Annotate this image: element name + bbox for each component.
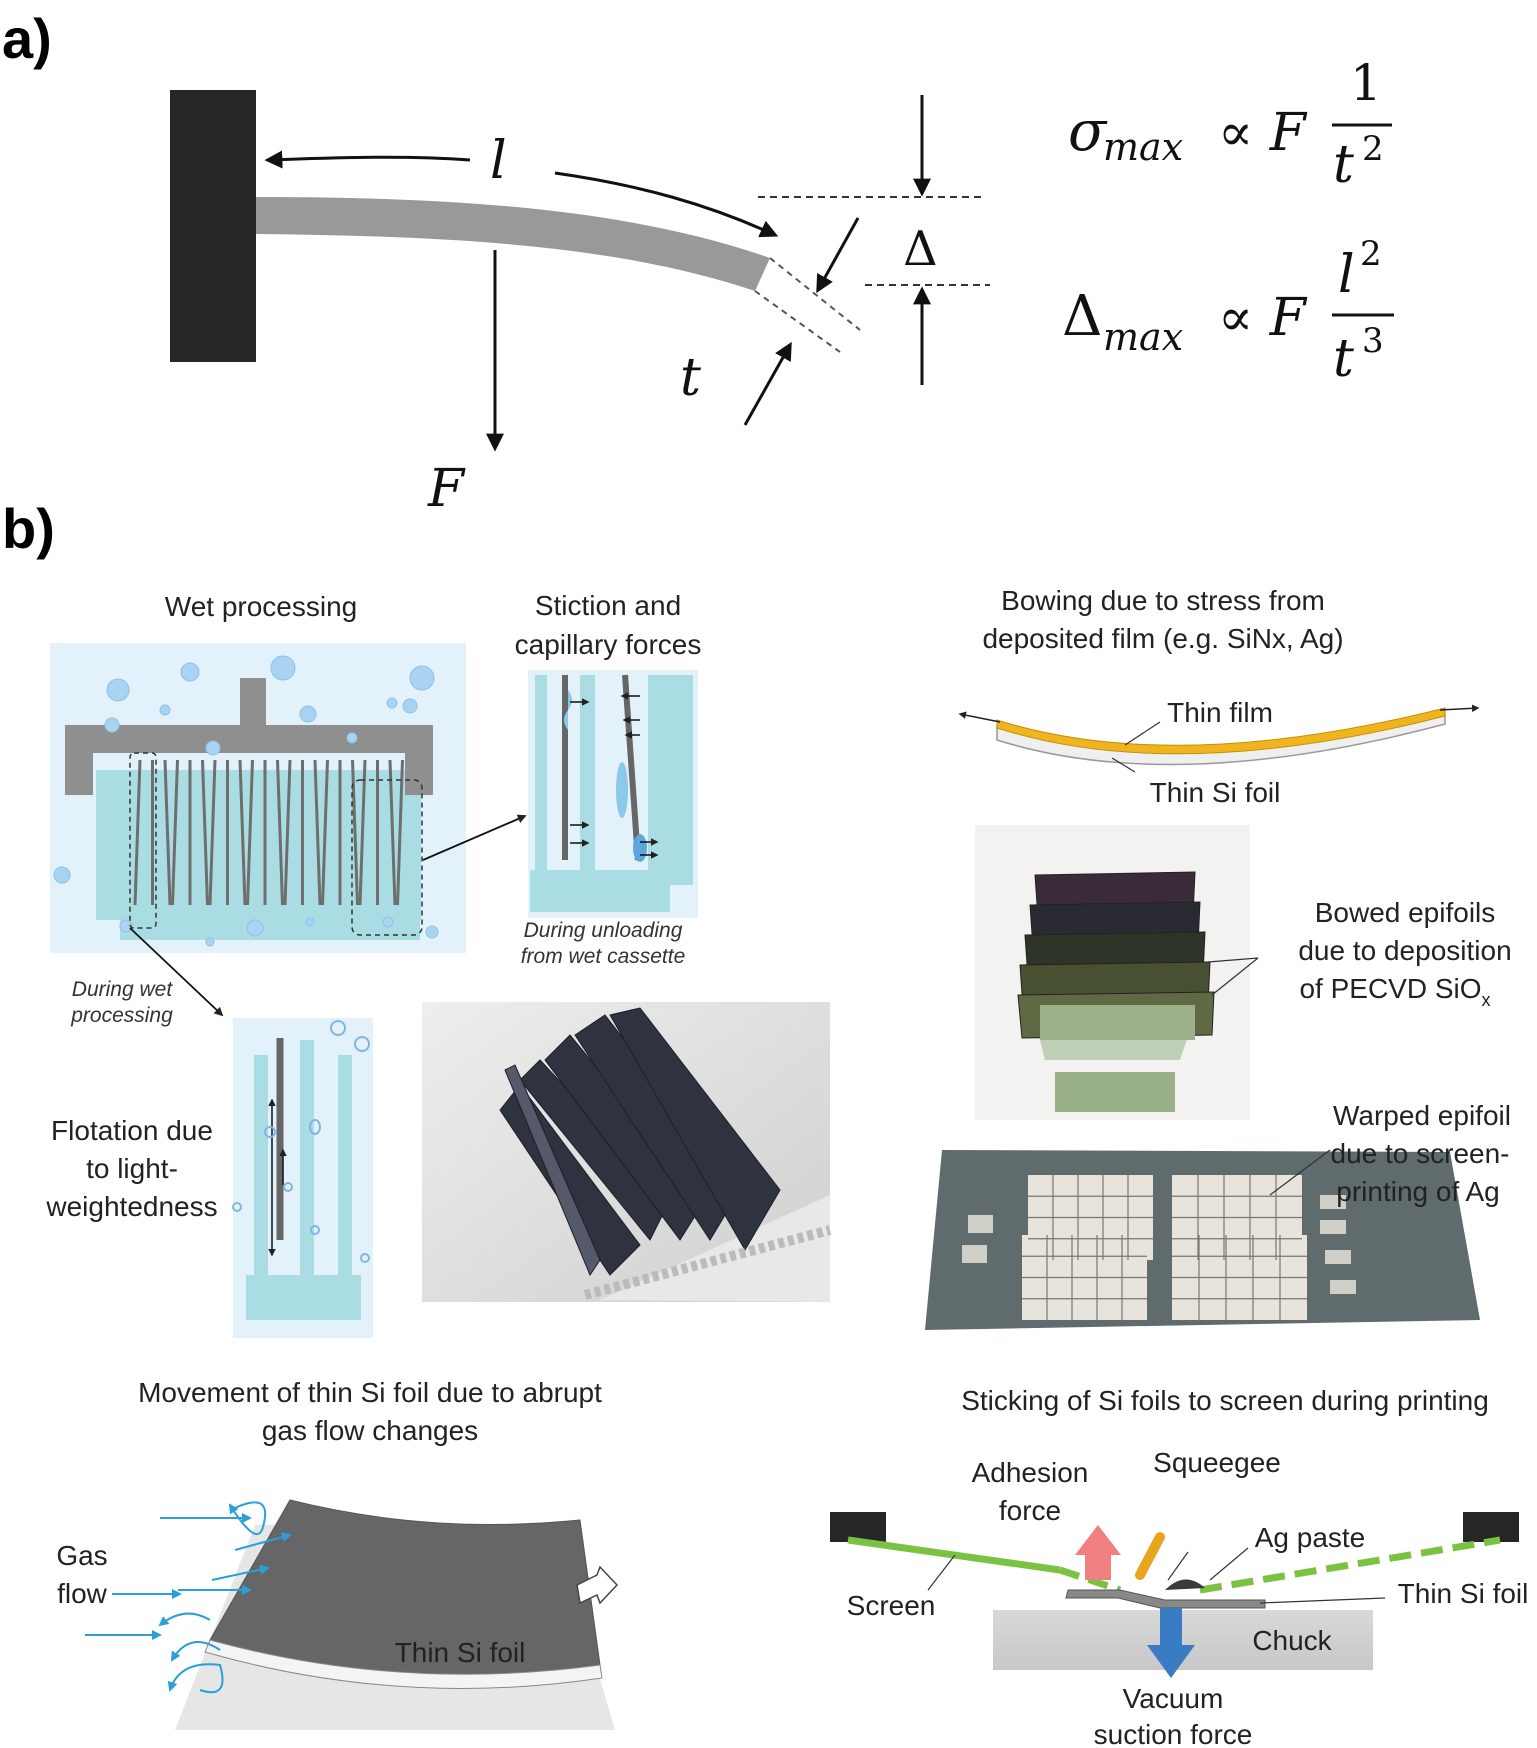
panel-b-label: b) [2, 497, 55, 560]
bowed-epifoils-l2: due to deposition [1298, 935, 1511, 966]
chuck-label: Chuck [1252, 1625, 1332, 1656]
equation-deflection: Δ max ∝ F l 2 t 3 [1062, 234, 1394, 389]
warped-epifoil-l3: printing of Ag [1336, 1176, 1499, 1207]
thickness-arrow-top [816, 217, 860, 294]
cassette-slat [388, 759, 397, 906]
vacuum-l1: Vacuum [1123, 1683, 1224, 1714]
bowing-title-l1: Bowing due to stress from [1001, 585, 1325, 616]
warped-epifoil-l1: Warped epifoil [1333, 1100, 1511, 1131]
cassette-slat [276, 759, 284, 906]
length-arrow-left [264, 150, 471, 169]
eq2-num: l [1338, 245, 1355, 305]
cassette-slat [163, 759, 172, 906]
warped-epifoil-l2: due to screen- [1331, 1138, 1510, 1169]
stiction-illustration [528, 670, 698, 918]
wet-processing-title: Wet processing [165, 591, 357, 622]
deflection-symbol: Δ [903, 221, 938, 277]
bowing-illustration [958, 704, 1480, 773]
screen-printing-illustration [830, 1512, 1519, 1678]
flotation-illustration [232, 1018, 373, 1338]
movement-title-l1: Movement of thin Si foil due to abrupt [138, 1377, 602, 1408]
eq1-sub: max [1103, 125, 1183, 169]
thin-si-foil-print-label: Thin Si foil [1398, 1578, 1529, 1609]
force-symbol: F [427, 459, 466, 519]
bowed-epifoils-l3: of PECVD SiOx [1299, 973, 1490, 1010]
stiction-title-l1: Stiction and [535, 590, 681, 621]
during-unloading-l2: from wet cassette [521, 945, 686, 968]
vacuum-l2: suction force [1094, 1719, 1253, 1748]
sticking-title: Sticking of Si foils to screen during pr… [961, 1385, 1489, 1416]
flotation-l3: weightedness [45, 1191, 217, 1222]
eq2-lhs: Δ [1062, 284, 1102, 349]
gas-flow-illustration [85, 1499, 619, 1730]
movement-title-l2: gas flow changes [262, 1415, 478, 1446]
bowed-epifoils-photo [975, 825, 1259, 1120]
adhesion-l2: force [999, 1495, 1061, 1526]
cassette-slat [246, 759, 254, 906]
eq2-rel: ∝ F [1218, 288, 1308, 348]
cassette-slat [283, 759, 292, 906]
cassette-slat [321, 759, 329, 906]
eq1-num: 1 [1350, 54, 1382, 112]
thickness-symbol: t [680, 348, 701, 408]
cassette-slat [313, 759, 322, 906]
eq2-den: t [1333, 329, 1354, 389]
gas-label: Gas [56, 1540, 107, 1571]
squeegee-label: Squeegee [1153, 1447, 1281, 1478]
wafer-cassette-photo [422, 1002, 832, 1302]
eq1-den: t [1333, 135, 1354, 195]
cassette-slat [358, 759, 367, 906]
thickness-arrow-bottom [743, 341, 792, 426]
eq2-num-exp: 2 [1360, 234, 1382, 274]
warped-epifoil-photo [925, 1149, 1480, 1330]
cassette-slat [201, 759, 209, 906]
length-arrow-right [554, 171, 779, 238]
cantilever-diagram: l F t Δ [170, 90, 990, 519]
beam [256, 197, 770, 291]
eq1-rel: ∝ F [1218, 103, 1308, 163]
thin-si-foil-gas-label: Thin Si foil [395, 1637, 526, 1668]
ag-paste-label: Ag paste [1255, 1522, 1366, 1553]
during-unloading-l1: During unloading [524, 919, 683, 942]
wet-cassette-illustration [50, 643, 466, 953]
cassette-slat [238, 759, 247, 906]
during-wet-l1: During wet [72, 978, 174, 1001]
thin-film-label: Thin film [1167, 697, 1273, 728]
eq2-sub: max [1103, 315, 1183, 359]
stiction-title-l2: capillary forces [515, 629, 702, 660]
adhesion-l1: Adhesion [972, 1457, 1089, 1488]
flotation-l2: to light- [86, 1153, 178, 1184]
cassette-slat [208, 759, 217, 906]
flotation-l1: Flotation due [51, 1115, 213, 1146]
screen-label: Screen [847, 1590, 936, 1621]
wall-support [170, 90, 256, 362]
panel-a-label: a) [2, 7, 52, 70]
flow-label: flow [57, 1578, 108, 1609]
bowed-epifoils-l1: Bowed epifoils [1315, 897, 1496, 928]
length-symbol: l [490, 131, 507, 191]
eq1-den-exp: 2 [1362, 129, 1384, 169]
cassette-slat [133, 759, 142, 906]
equation-stress: σ max ∝ F 1 t 2 [1068, 54, 1392, 195]
cassette-slat [171, 759, 179, 906]
during-wet-l2: processing [70, 1004, 173, 1027]
cassette-slat [396, 759, 404, 906]
eq2-den-exp: 3 [1362, 321, 1384, 361]
thin-si-foil-bow-label: Thin Si foil [1150, 777, 1281, 808]
bowing-title-l2: deposited film (e.g. SiNx, Ag) [982, 623, 1343, 654]
eq1-lhs: σ [1068, 99, 1108, 164]
